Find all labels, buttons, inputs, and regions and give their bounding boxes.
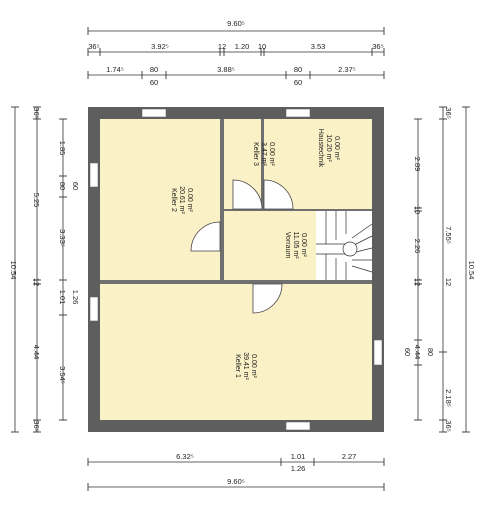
top2-dim-1: 1.74⁵ [106,65,124,74]
right-dim-1: 36⁵ [444,107,453,118]
bottom-sub-dim: 1.26 [291,464,306,473]
room-keller1 [100,284,372,420]
room-area: 39.41 m² [242,352,249,380]
top2-dim-3: 3.88⁵ [217,65,235,74]
room-label-haustechnik: Haustechnik 10.20 m² 0.00 m² [317,129,340,168]
room-area: 10.20 m² [325,134,332,162]
left-inner-5: 1.26 [71,290,80,305]
room-area: 11.05 m² [292,231,299,259]
window-top-left [141,108,167,118]
bottom-total-dim: 9.60⁵ [227,477,245,486]
right-inner-1: 2.89 [413,157,422,172]
room-name: Keller 2 [170,188,177,212]
bottom-dimensions: 6.32⁵ 1.01 2.27 1.26 9.60⁵ [87,452,385,491]
top-dim-3: 12 [218,42,226,51]
room-area: 3.47 m² [260,142,267,166]
room-floor: 0.00 m² [250,354,257,378]
left-dim-1: 36⁵ [32,107,41,118]
top-dim-4: 1.20 [235,42,250,51]
left-dim-2: 5.25 [32,193,41,208]
top-dimensions: 9.60⁵ 36⁵ 3.92⁵ 12 1.20 10 3.53 36⁵ 1.74… [87,19,385,87]
left-total-dim: 10.54 [9,261,18,280]
right-dim-3: 12 [444,278,453,286]
right-inner-4: 12 [413,278,422,286]
left-inner-6: 3.54⁵ [58,366,67,384]
left-sub-dim: 60 [71,182,80,190]
right-inner-2: 10 [413,206,422,214]
room-name: Haustechnik [317,129,324,168]
room-floor: 0.00 m² [333,136,340,160]
stair-treads [316,211,373,280]
window-left-lower [89,296,99,322]
room-keller2 [100,119,220,280]
top2-dim-5: 2.37⁵ [338,65,356,74]
left-dim-3: 12 [32,278,41,286]
door-haustechnik [263,179,294,210]
right-sub-dim: 60 [403,348,412,356]
top-total-dim: 9.60⁵ [227,19,245,28]
door-keller2 [190,221,221,252]
right-inner-5: 4.44 [413,345,422,360]
left-inner-4: 1.01 [58,290,67,305]
top2-sub-2: 60 [294,78,302,87]
room-label-keller1: Keller 1 39.41 m² 0.00 m² [234,352,257,380]
right-inner-3: 2.26 [413,239,422,254]
right-dim-5: 36⁵ [444,420,453,431]
left-inner-3: 3.33⁵ [58,229,67,247]
top2-sub-1: 60 [150,78,158,87]
window-top-right [285,108,311,118]
left-dimensions: 10.54 36⁵ 5.25 12 4.44 36⁵ 1.85 80 3.33⁵… [9,106,80,433]
room-floor: 0.00 m² [268,142,275,166]
right-dim-2: 7.55⁵ [444,226,453,244]
left-dim-5: 36⁵ [32,420,41,431]
top-dim-5: 10 [258,42,266,51]
room-area: 20.61 m² [178,186,185,214]
right-total-dim: 10.54 [467,261,476,280]
door-keller1 [252,283,283,314]
window-left-upper [89,162,99,188]
right-inner-6: 80 [426,348,435,356]
top-dim-2: 3.92⁵ [151,42,169,51]
top-dim-6: 3.53 [311,42,326,51]
left-inner-2: 80 [58,182,67,190]
room-name: Vorraum [284,232,291,259]
top2-dim-4: 80 [294,65,302,74]
bottom-dim-2: 1.01 [291,452,306,461]
top-dim-1: 36⁵ [88,42,99,51]
top2-dim-2: 80 [150,65,158,74]
bottom-dim-3: 2.27 [342,452,357,461]
room-label-keller2: Keller 2 20.61 m² 0.00 m² [170,186,193,214]
room-name: Keller 3 [252,142,259,166]
window-bottom [285,421,311,431]
right-dimensions: 10.54 36⁵ 7.55⁵ 12 2.18⁵ 36⁵ 2.89 10 2.2… [403,106,476,433]
room-floor: 0.00 m² [186,188,193,212]
room-label-vorraum: Vorraum 11.05 m² 0.00 m² [284,231,307,259]
left-dim-4: 4.44 [32,345,41,360]
top-dim-7: 36⁵ [372,42,383,51]
door-keller3 [232,179,263,210]
room-floor: 0.00 m² [300,233,307,257]
window-right [373,339,383,366]
room-label-keller3: Keller 3 3.47 m² 0.00 m² [252,142,275,166]
building [88,107,384,432]
left-inner-1: 1.85 [58,141,67,156]
bottom-dim-1: 6.32⁵ [176,452,194,461]
room-vorraum [224,211,316,280]
room-name: Keller 1 [234,354,241,378]
right-dim-4: 2.18⁵ [444,389,453,407]
